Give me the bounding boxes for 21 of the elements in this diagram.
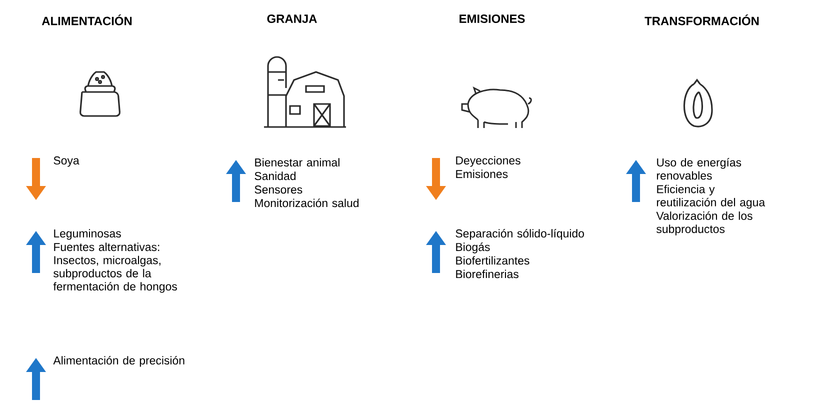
list-item: Uso de energías renovables xyxy=(656,158,742,180)
list-item: Sensores xyxy=(254,186,302,194)
column-heading: GRANJA xyxy=(267,14,317,23)
list-item: Eficiencia y reutilización del agua xyxy=(656,184,766,209)
column-heading: ALIMENTACIÓN xyxy=(42,14,132,26)
column-heading: EMISIONES xyxy=(460,14,525,23)
list-item: Alimentación de precisión xyxy=(53,356,184,367)
list-item: Emisiones xyxy=(456,170,508,178)
list-item: Biofertilizantes xyxy=(456,256,530,265)
list-item: Separación sólido-líquido xyxy=(456,228,584,240)
list-item: Bienestar animal xyxy=(255,158,340,167)
list-item: Deyecciones xyxy=(456,156,520,167)
list-item: Biogás xyxy=(456,242,490,254)
list-item: Soya xyxy=(54,156,80,167)
list-item: Biorefinerias xyxy=(456,270,518,278)
list-item: Valorización de los subproductos xyxy=(656,211,752,236)
list-item: Fuentes alternativas: Insectos, microalgas, subproductos de la fermentación de hongos xyxy=(53,242,177,293)
list-item: Monitorización salud xyxy=(255,198,358,208)
column-heading: TRANSFORMACIÓN xyxy=(644,14,759,26)
list-item: Leguminosas xyxy=(54,229,121,240)
list-item: Sanidad xyxy=(254,172,296,180)
